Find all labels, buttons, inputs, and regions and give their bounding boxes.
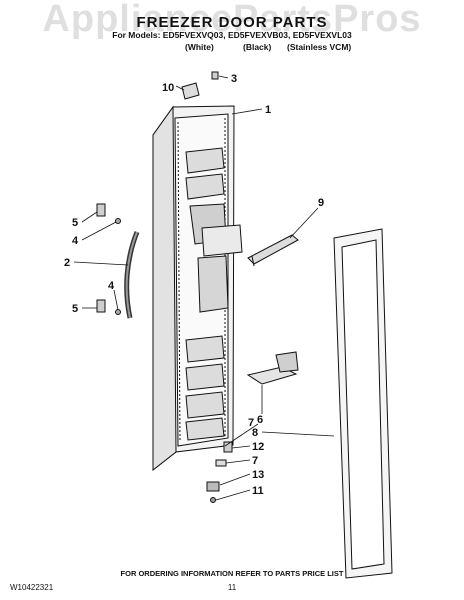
door-bin <box>185 173 225 200</box>
door-bin <box>185 417 225 441</box>
leader-lines <box>73 75 335 501</box>
door-handle-highlight <box>125 231 138 319</box>
variant-white: (White) <box>185 42 214 52</box>
callout-5: 5 <box>72 217 78 229</box>
callout-4: 4 <box>72 235 79 247</box>
lower-bracket <box>275 351 299 373</box>
trim-strip-edge <box>251 255 255 267</box>
door-bin <box>185 147 225 174</box>
door-bin <box>185 363 225 391</box>
callout-4: 4 <box>108 280 115 292</box>
callout-5: 5 <box>72 303 78 315</box>
callout-12: 12 <box>252 441 264 453</box>
handle-end-cap <box>96 299 106 313</box>
door-bin <box>185 391 225 419</box>
handle-end-cap <box>96 203 106 217</box>
ordering-note: FOR ORDERING INFORMATION REFER TO PARTS … <box>120 569 344 578</box>
hinge-bushing <box>223 441 233 453</box>
door-gasket-inner <box>341 239 385 570</box>
callout-13: 13 <box>252 469 264 481</box>
handle-screw <box>115 218 121 224</box>
handle-screw <box>115 309 121 315</box>
callout-11: 11 <box>252 485 264 497</box>
callout-3: 3 <box>231 73 237 85</box>
page-title: FREEZER DOOR PARTS <box>136 14 328 31</box>
hinge-screw <box>210 497 216 503</box>
page-number: 11 <box>227 583 237 592</box>
hinge-washer <box>215 459 227 467</box>
callout-9: 9 <box>318 197 324 209</box>
door-bin <box>185 335 225 363</box>
model-list: For Models: ED5FVEXVQ03, ED5FVEXVB03, ED… <box>112 30 352 40</box>
callout-1: 1 <box>265 104 271 116</box>
dispenser-housing <box>201 224 243 257</box>
hinge-pin <box>206 481 220 492</box>
dispenser-recess <box>197 255 229 313</box>
callout-8: 8 <box>252 427 258 439</box>
callout-labels: 10 3 1 9 5 4 2 4 5 6 7 8 12 7 13 11 <box>64 73 324 497</box>
variant-stainless: (Stainless VCM) <box>287 42 352 52</box>
trim-strip <box>247 234 299 265</box>
callout-10: 10 <box>162 82 174 94</box>
document-number: W10422321 <box>10 583 54 592</box>
callout-7: 7 <box>252 455 258 467</box>
top-hinge-cap <box>181 82 200 100</box>
variant-black: (Black) <box>243 42 272 52</box>
callout-2: 2 <box>64 257 70 269</box>
callout-7: 7 <box>248 417 254 429</box>
top-hinge-plug <box>211 71 219 80</box>
callout-6: 6 <box>257 414 263 426</box>
door-liner-edge <box>177 121 181 443</box>
door-front-face <box>152 105 177 472</box>
